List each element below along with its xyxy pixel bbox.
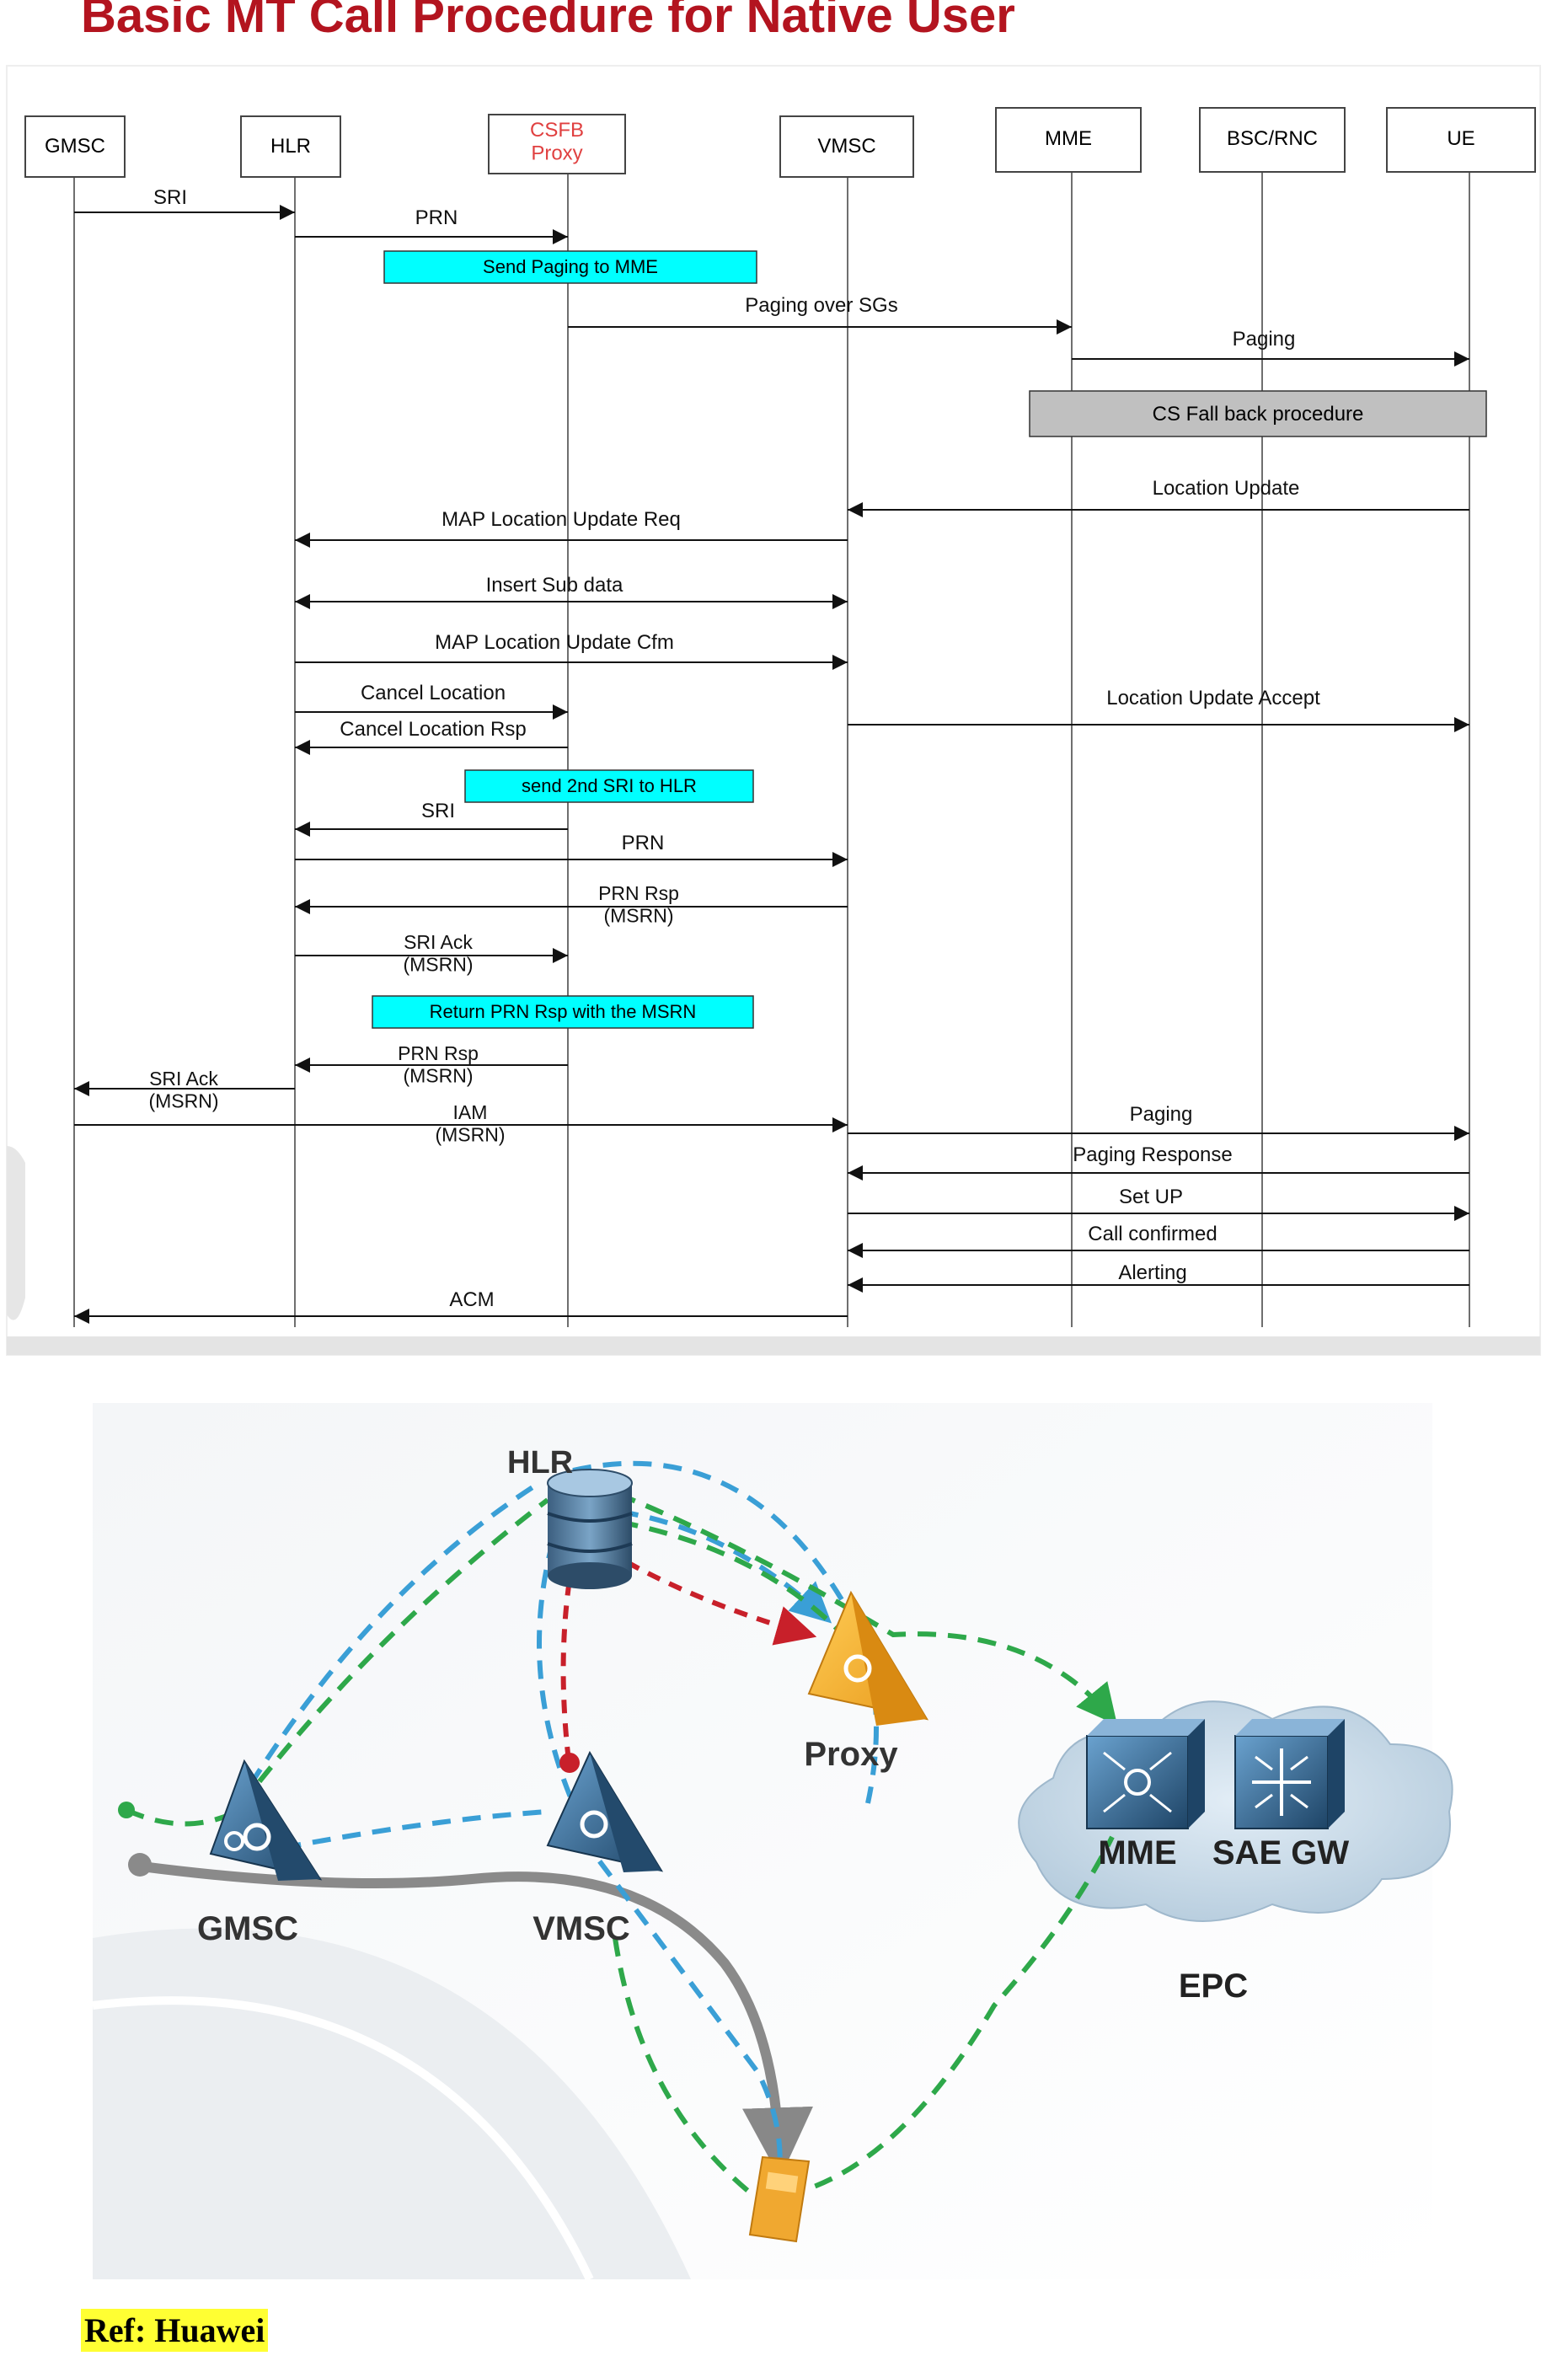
label-acm: ACM <box>449 1288 494 1311</box>
svg-text:CS Fall back procedure: CS Fall back procedure <box>1153 403 1364 426</box>
entity-hlr: HLR <box>240 115 341 178</box>
gateway-icon <box>1234 1719 1345 1829</box>
svg-text:BSC/RNC: BSC/RNC <box>1227 127 1318 150</box>
label-hlr: HLR <box>507 1445 573 1480</box>
svg-text:VMSC: VMSC <box>817 135 875 158</box>
label-setup: Set UP <box>1119 1186 1183 1208</box>
label-prn: PRN <box>415 206 458 229</box>
label-sri-ack-proxy: SRI Ack(MSRN) <box>403 931 473 975</box>
page-title: Basic MT Call Procedure for Native User <box>81 0 1015 43</box>
entity-gmsc: GMSC <box>24 115 126 178</box>
note-second-sri: send 2nd SRI to HLR <box>464 769 754 803</box>
svg-text:Return PRN Rsp with the MSRN: Return PRN Rsp with the MSRN <box>430 1001 697 1022</box>
label-alerting: Alerting <box>1118 1261 1186 1284</box>
label-iam: IAM(MSRN) <box>435 1101 505 1145</box>
note-return-prn: Return PRN Rsp with the MSRN <box>372 995 754 1029</box>
switch-icon <box>546 1750 664 1872</box>
label-paging-mme-ue: Paging <box>1233 328 1296 351</box>
label-vmsc: VMSC <box>532 1910 630 1947</box>
svg-text:GMSC: GMSC <box>45 135 105 158</box>
svg-text:MME: MME <box>1045 127 1092 150</box>
label-sri: SRI <box>153 186 187 209</box>
entity-mme: MME <box>995 107 1142 173</box>
label-epc: EPC <box>1179 1968 1248 2005</box>
note-send-paging: Send Paging to MME <box>383 250 757 284</box>
label-second-sri: SRI <box>421 800 455 822</box>
cloud-icon <box>1018 1700 1453 1922</box>
label-paging-response: Paging Response <box>1073 1143 1232 1166</box>
svg-text:UE: UE <box>1447 127 1474 150</box>
svg-text:HLR: HLR <box>270 135 311 158</box>
label-prn-rsp-hlr: PRN Rsp(MSRN) <box>398 1042 479 1086</box>
voice-path <box>141 1861 814 2179</box>
phone-icon <box>748 2155 811 2243</box>
entity-vmsc: VMSC <box>779 115 914 178</box>
label-map-lu-req: MAP Location Update Req <box>442 508 681 531</box>
mme-icon <box>1086 1719 1205 1829</box>
label-prn-2: PRN <box>622 832 665 854</box>
label-sri-ack-gmsc: SRI Ack(MSRN) <box>148 1068 218 1111</box>
reference-note: Ref: Huawei <box>81 2309 269 2352</box>
label-proxy: Proxy <box>804 1736 898 1773</box>
label-location-update: Location Update <box>1153 477 1300 500</box>
label-lu-accept: Location Update Accept <box>1106 687 1320 709</box>
label-prn-rsp: PRN Rsp(MSRN) <box>598 882 679 926</box>
proxy-icon <box>807 1590 929 1726</box>
switch-icon <box>209 1759 323 1881</box>
label-cancel-location-rsp: Cancel Location Rsp <box>340 718 526 741</box>
entity-ue: UE <box>1386 107 1536 173</box>
note-cs-fallback: CS Fall back procedure <box>1029 390 1487 437</box>
svg-text:send 2nd SRI to HLR: send 2nd SRI to HLR <box>522 775 697 796</box>
label-gmsc: GMSC <box>197 1910 298 1947</box>
label-insert-sub-data: Insert Sub data <box>486 574 623 597</box>
database-icon <box>547 1469 633 1589</box>
label-map-lu-cfm: MAP Location Update Cfm <box>435 631 674 654</box>
label-call-confirmed: Call confirmed <box>1088 1223 1217 1245</box>
svg-text:Send Paging to MME: Send Paging to MME <box>483 256 658 277</box>
entity-bsc-rnc: BSC/RNC <box>1199 107 1346 173</box>
label-sae-gw: SAE GW <box>1212 1834 1349 1871</box>
label-cancel-location: Cancel Location <box>361 682 506 704</box>
label-paging-vmsc-ue: Paging <box>1130 1103 1193 1126</box>
label-paging-over-sgs: Paging over SGs <box>745 294 897 317</box>
label-mme: MME <box>1098 1834 1176 1871</box>
